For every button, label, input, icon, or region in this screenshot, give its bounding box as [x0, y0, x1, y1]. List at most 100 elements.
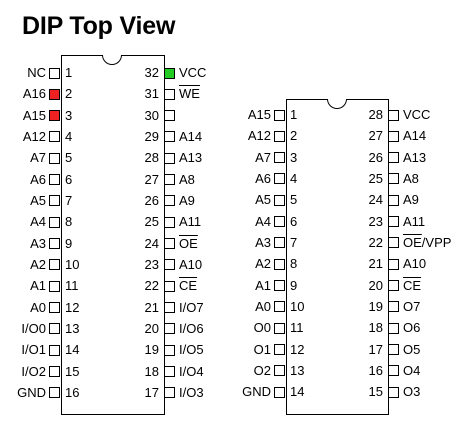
pin-marker-icon [274, 194, 285, 206]
pin-label: A4 [255, 213, 271, 229]
pin-label: A5 [255, 192, 271, 208]
dip32-pin-7: A5 [30, 191, 60, 211]
pin-marker-icon [49, 67, 60, 79]
pin-number: 27 [144, 171, 159, 187]
pin-number: 24 [144, 235, 159, 251]
pin-number: 15 [65, 363, 80, 379]
pin-marker-icon [274, 280, 285, 292]
dip28-pin-21: A10 [388, 254, 426, 274]
pin-marker-icon [49, 110, 60, 122]
pin-number: 3 [65, 107, 73, 123]
pin-marker-icon [388, 173, 399, 185]
dip28-pin-20: CE [388, 276, 421, 296]
pin-label: A10 [403, 256, 427, 272]
pin-label: O4 [403, 362, 421, 378]
pin-number: 20 [144, 320, 159, 336]
dip32-pin-29: A14 [164, 127, 202, 147]
pin-marker-icon [164, 152, 175, 164]
dip28-pin-9: A1 [255, 276, 285, 296]
pin-marker-icon [49, 344, 60, 356]
dip28-pin-17: O5 [388, 340, 420, 360]
pin-number: 21 [368, 256, 383, 272]
pin-label: A13 [403, 149, 427, 165]
pin-number: 5 [65, 150, 73, 166]
dip28-pin-19: O7 [388, 297, 420, 317]
dip32-pin-13: I/O0 [21, 319, 60, 339]
pin-marker-icon [274, 258, 285, 270]
pin-label: O5 [403, 341, 421, 357]
pin-marker-icon [388, 109, 399, 121]
pin-label: A6 [30, 171, 46, 187]
pin-marker-icon [388, 216, 399, 228]
pin-marker-icon [388, 152, 399, 164]
pin-number: 12 [65, 299, 80, 315]
pin-marker-icon [164, 110, 175, 122]
dip32-pin-10: A2 [30, 255, 60, 275]
dip28-pin-22: OE/VPP [388, 233, 451, 253]
dip28-pin-8: A2 [255, 254, 285, 274]
pin-label: A9 [179, 192, 195, 208]
pin-number: 10 [290, 298, 305, 314]
pin-number: 14 [290, 384, 305, 400]
pin-label: O2 [253, 362, 271, 378]
pin-marker-icon [274, 237, 285, 249]
dip32-notch-icon [102, 55, 122, 65]
dip32-pin-4: A12 [23, 127, 60, 147]
dip32-pin-22: CE [164, 276, 197, 296]
pin-label: GND [17, 384, 46, 400]
pin-number: 6 [290, 213, 298, 229]
pin-marker-icon [388, 194, 399, 206]
dip28-pin-2: A12 [248, 126, 285, 146]
pin-label: A8 [403, 170, 419, 186]
pin-marker-icon [49, 238, 60, 250]
pin-marker-icon [164, 302, 175, 314]
pin-marker-icon [388, 386, 399, 398]
pin-number: 5 [290, 192, 298, 208]
dip28-pin-14: GND [242, 382, 285, 402]
pin-number: 7 [65, 192, 73, 208]
pin-marker-icon [274, 173, 285, 185]
pin-label: A9 [403, 192, 419, 208]
pin-marker-icon [49, 131, 60, 143]
pin-number: 23 [368, 213, 383, 229]
dip32-pin-27: A8 [164, 170, 195, 190]
pin-marker-icon [49, 174, 60, 186]
pin-label: GND [242, 384, 271, 400]
pin-number: 14 [65, 342, 80, 358]
pin-number: 2 [290, 128, 298, 144]
pin-label: O3 [403, 384, 421, 400]
pin-number: 26 [368, 149, 383, 165]
dip28-pin-7: A3 [255, 233, 285, 253]
pin-number: 24 [368, 192, 383, 208]
pin-label: VCC [179, 65, 207, 80]
pin-label: CE [403, 277, 422, 293]
dip32-pin-21: I/O7 [164, 298, 204, 318]
dip28-pin-10: A0 [255, 297, 285, 317]
pin-marker-icon [49, 152, 60, 164]
dip28-pin-26: A13 [388, 148, 426, 168]
pin-label: A14 [403, 128, 427, 144]
pin-label: OE [179, 235, 198, 251]
pin-number: 16 [65, 384, 80, 400]
pin-marker-icon [49, 88, 60, 100]
pin-marker-icon [49, 280, 60, 292]
pin-label: I/O6 [179, 320, 204, 336]
dip32-pin-16: GND [17, 383, 60, 403]
dip28-pin-13: O2 [254, 361, 285, 381]
pin-label: A3 [30, 235, 46, 251]
pin-marker-icon [388, 322, 399, 334]
pin-marker-icon [164, 216, 175, 228]
pin-marker-icon [274, 365, 285, 377]
pin-label: I/O3 [179, 384, 204, 400]
dip32-pin-2: A16 [23, 84, 60, 104]
pin-marker-icon [388, 301, 399, 313]
pin-marker-icon [49, 366, 60, 378]
pin-number: 18 [144, 363, 159, 379]
pin-label: A5 [30, 192, 46, 208]
dip28-pin-25: A8 [388, 169, 419, 189]
pin-label: CE [179, 278, 198, 294]
dip28-pin-6: A4 [255, 212, 285, 232]
dip32-pin-28: A13 [164, 148, 202, 168]
pin-marker-icon [49, 387, 60, 399]
pin-marker-icon [164, 280, 175, 292]
